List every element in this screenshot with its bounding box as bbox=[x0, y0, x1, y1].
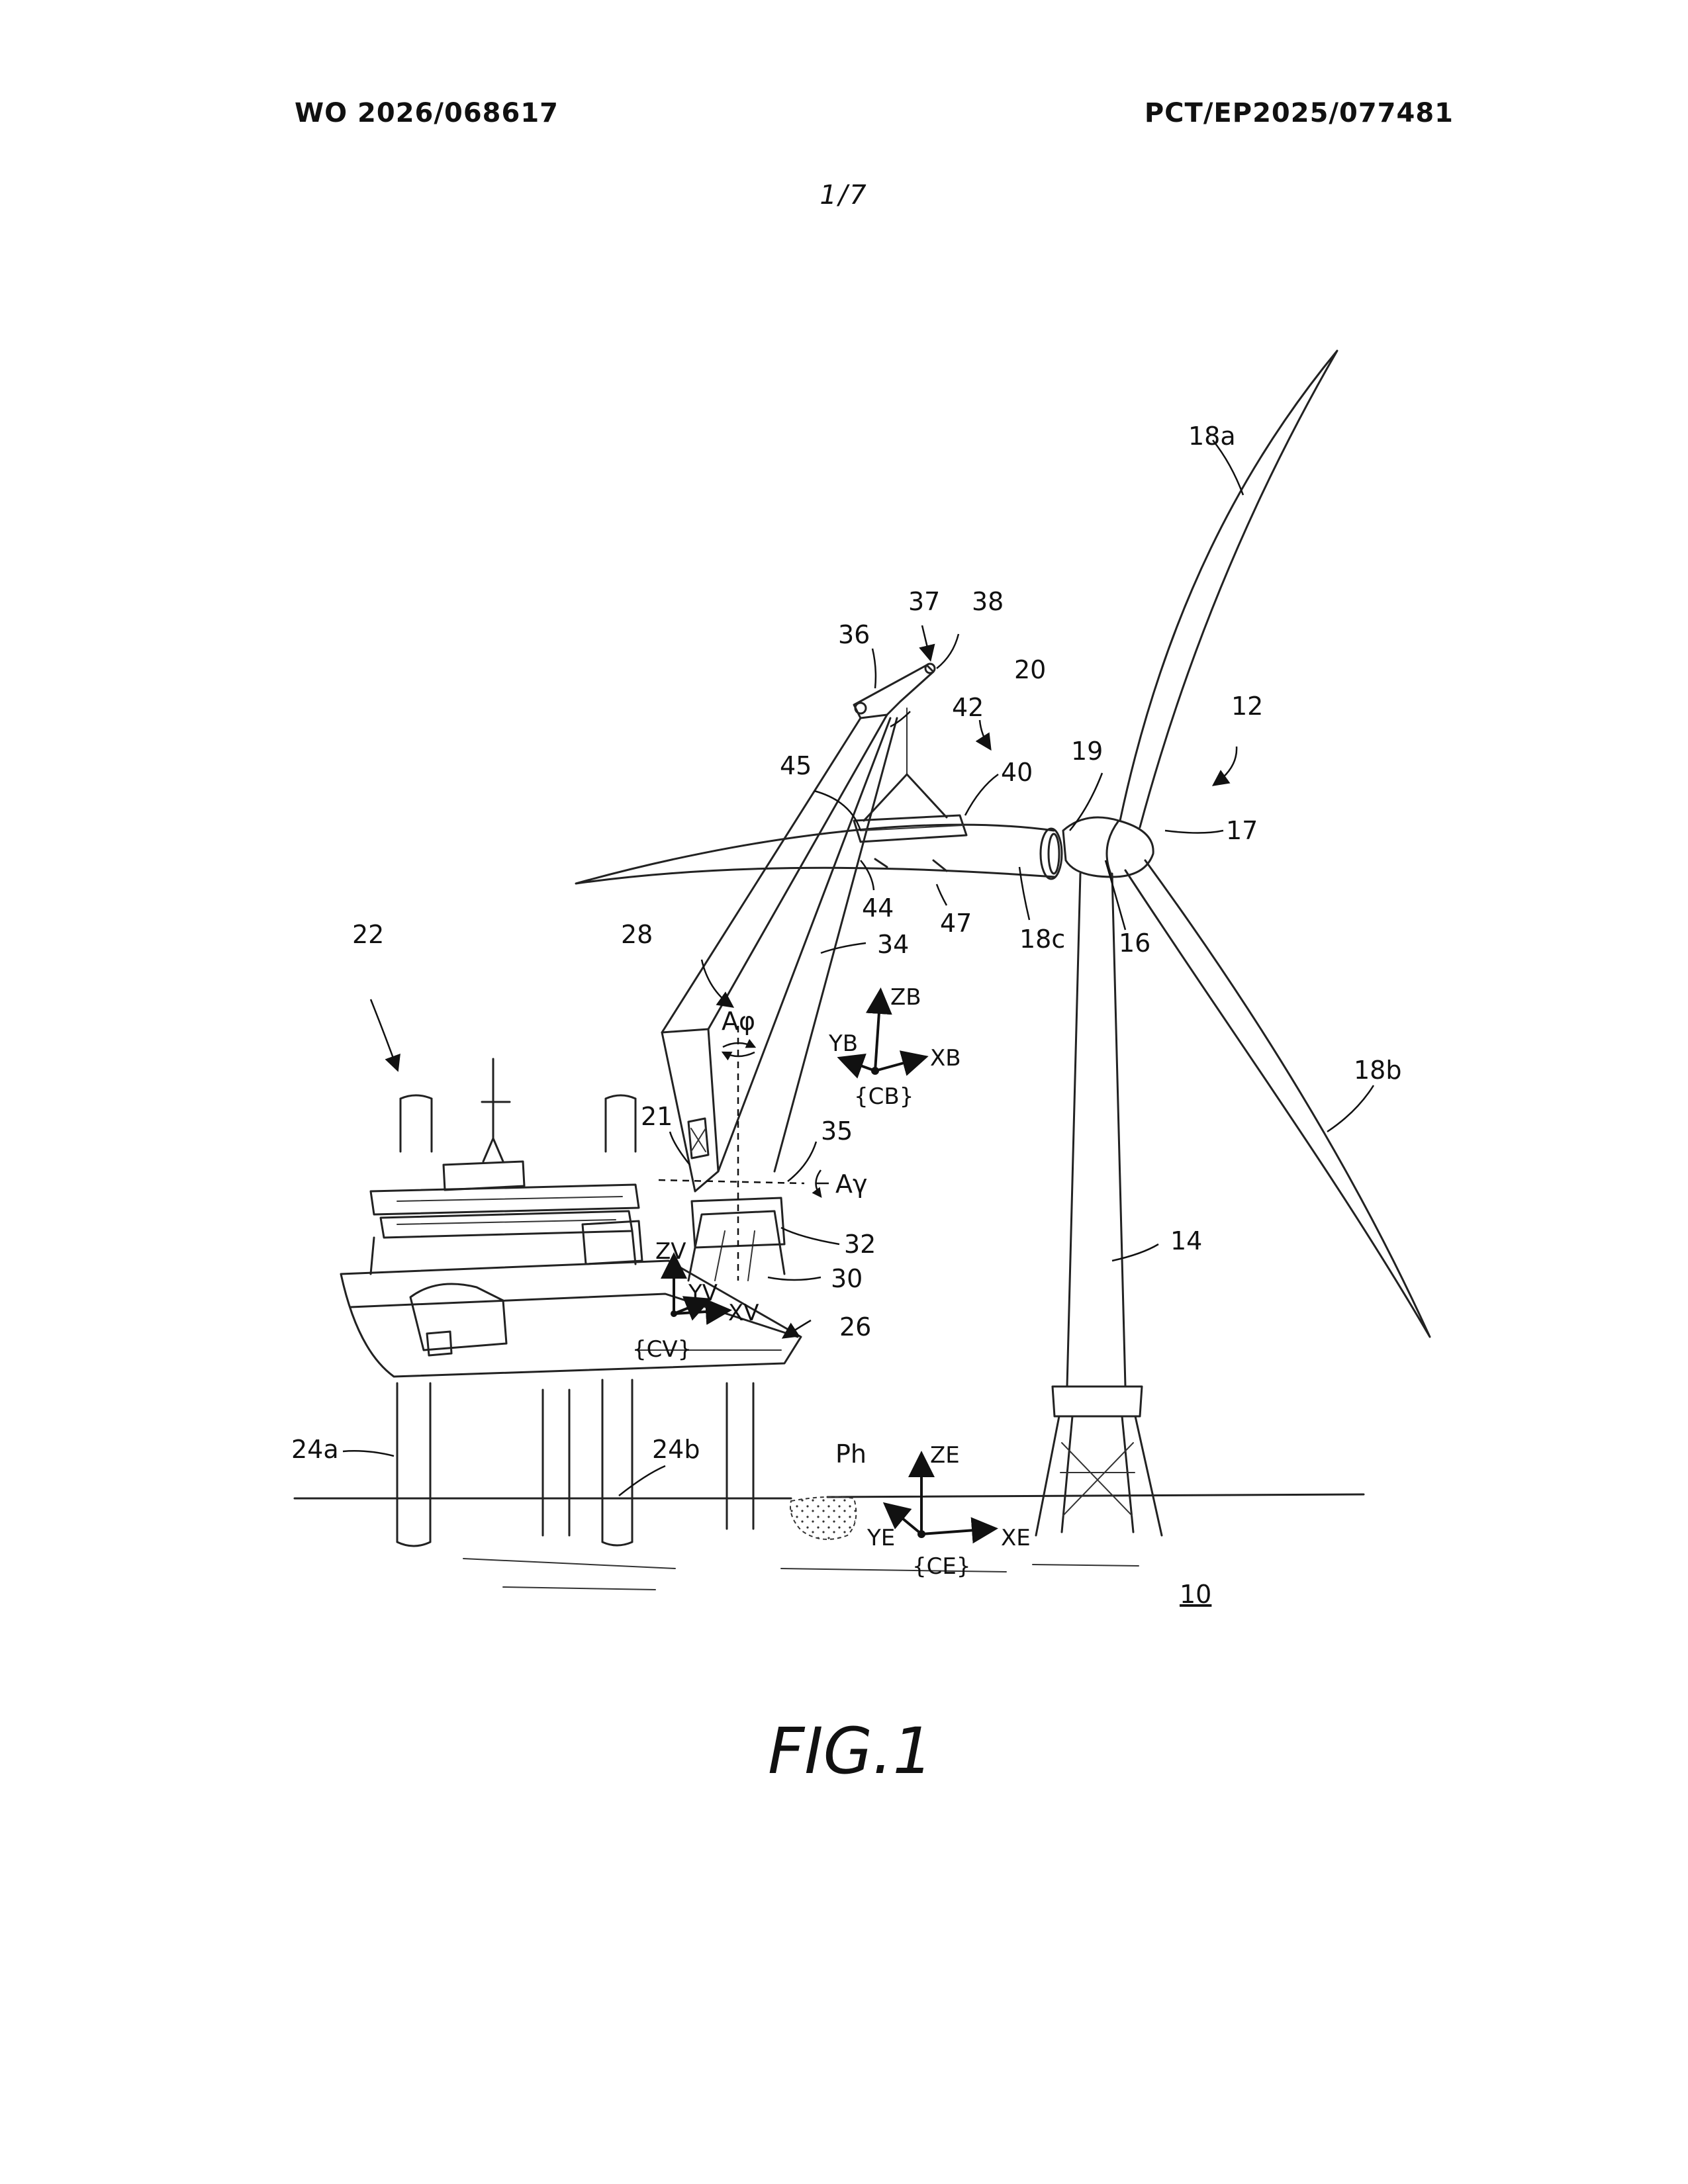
label-cb: {CB} bbox=[854, 1083, 914, 1110]
label-ph: Ph bbox=[835, 1439, 867, 1469]
label-19: 19 bbox=[1071, 737, 1103, 766]
label-ze: ZE bbox=[930, 1442, 960, 1469]
label-45: 45 bbox=[780, 751, 812, 780]
label-38: 38 bbox=[972, 587, 1004, 616]
label-16: 16 bbox=[1119, 929, 1150, 958]
label-34: 34 bbox=[877, 930, 909, 959]
reference-labels: 18a 18b 12 17 19 16 18c 47 44 45 40 42 2… bbox=[291, 422, 1401, 1609]
label-ye: YE bbox=[867, 1525, 895, 1551]
blade-18b bbox=[1125, 860, 1430, 1337]
label-24b: 24b bbox=[652, 1435, 700, 1464]
label-21: 21 bbox=[641, 1102, 673, 1131]
label-44: 44 bbox=[862, 893, 894, 923]
a-phi-rotation-symbol bbox=[723, 1043, 755, 1047]
label-35: 35 bbox=[821, 1116, 853, 1146]
label-42: 42 bbox=[952, 693, 984, 722]
label-37: 37 bbox=[908, 587, 940, 616]
seabed-patch bbox=[790, 1497, 856, 1539]
label-xb: XB bbox=[930, 1045, 961, 1071]
label-40: 40 bbox=[1001, 758, 1033, 787]
figure-caption: FIG.1 bbox=[768, 1714, 933, 1788]
label-14: 14 bbox=[1170, 1226, 1202, 1255]
label-36: 36 bbox=[838, 620, 870, 649]
label-32: 32 bbox=[844, 1230, 876, 1259]
label-24a: 24a bbox=[291, 1435, 339, 1464]
label-zv: ZV bbox=[655, 1238, 686, 1265]
tower bbox=[1036, 874, 1162, 1535]
label-22: 22 bbox=[352, 920, 384, 949]
label-17: 17 bbox=[1226, 816, 1258, 845]
label-a-gamma: Aγ bbox=[835, 1169, 867, 1199]
label-cv: {CV} bbox=[632, 1336, 692, 1363]
label-18a: 18a bbox=[1188, 422, 1236, 451]
superstructure bbox=[371, 1059, 642, 1274]
label-yv: YV bbox=[688, 1280, 718, 1306]
label-18c: 18c bbox=[1019, 925, 1065, 954]
label-zb: ZB bbox=[890, 984, 921, 1011]
wind-turbine bbox=[576, 351, 1430, 1535]
label-10: 10 bbox=[1180, 1580, 1211, 1609]
legs bbox=[397, 1095, 753, 1546]
label-ce: {CE} bbox=[912, 1553, 971, 1580]
label-20: 20 bbox=[1014, 655, 1046, 684]
label-18b: 18b bbox=[1354, 1056, 1401, 1085]
label-yb: YB bbox=[828, 1030, 858, 1057]
label-47: 47 bbox=[940, 909, 972, 938]
label-a-phi: Aφ bbox=[722, 1007, 755, 1036]
crane-28 bbox=[662, 664, 966, 1281]
label-28: 28 bbox=[621, 920, 653, 949]
label-xv: XV bbox=[728, 1300, 759, 1326]
label-12: 12 bbox=[1231, 692, 1263, 721]
label-26: 26 bbox=[839, 1312, 871, 1342]
label-30: 30 bbox=[831, 1264, 863, 1293]
label-xe: XE bbox=[1001, 1525, 1031, 1551]
pivot-axis-line bbox=[659, 1180, 804, 1183]
